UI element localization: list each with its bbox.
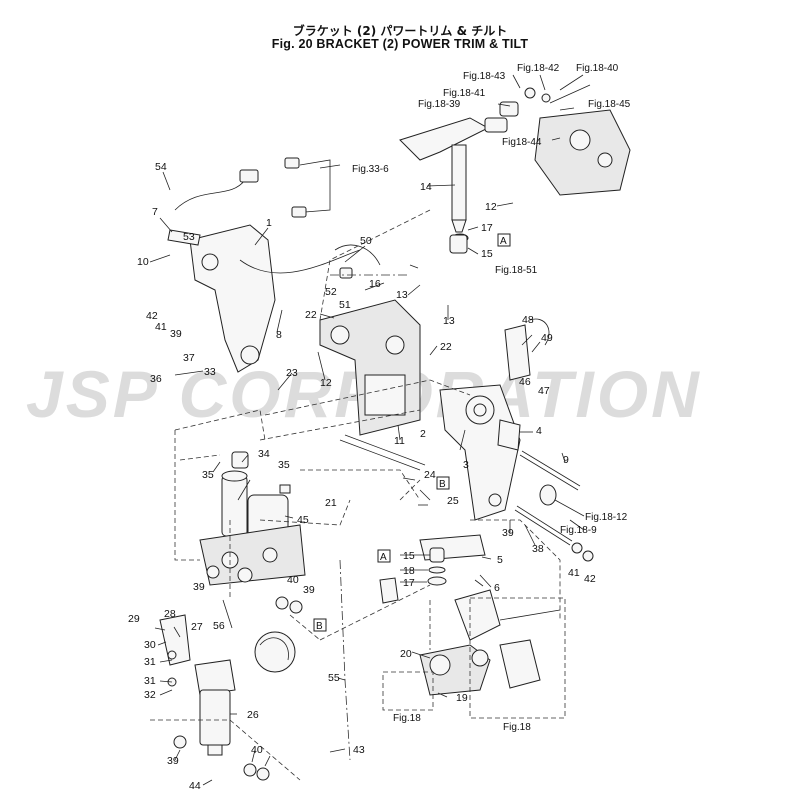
callout-16: 16 (369, 278, 381, 290)
callout-36: 36 (150, 373, 162, 385)
callout-25: 25 (447, 495, 459, 507)
diagram-title-japanese: ブラケット (2) パワートリム & チルト (292, 24, 508, 38)
callout-30: 30 (144, 639, 156, 651)
ref-fig18-left: Fig.18 (393, 713, 421, 724)
ref-fig33-6: Fig.33-6 (352, 164, 389, 175)
callout-39-bottom: 39 (167, 755, 179, 767)
callout-18: 18 (403, 565, 415, 577)
callout-31-bottom: 31 (144, 675, 156, 687)
callout-8: 8 (276, 329, 282, 341)
callout-39-trim: 39 (193, 581, 205, 593)
ref-fig18-9: Fig.18-9 (560, 525, 597, 536)
callout-33: 33 (204, 366, 216, 378)
callout-41-left: 41 (155, 321, 167, 333)
callout-40-trim: 40 (287, 574, 299, 586)
part-callouts: 1 2 3 4 5 6 7 8 9 10 11 12 12 13 13 14 1… (128, 161, 596, 792)
callout-12-mid: 12 (320, 377, 332, 389)
diagram-title-english: Fig. 20 BRACKET (2) POWER TRIM & TILT (271, 37, 529, 51)
callout-15-top: 15 (481, 248, 493, 260)
marker-a-bottom: A (380, 552, 387, 563)
callout-21: 21 (325, 497, 337, 509)
callout-44: 44 (189, 780, 201, 792)
callout-39-right: 39 (502, 527, 514, 539)
ref-fig18-51: Fig.18-51 (495, 265, 538, 276)
callout-39-upper: 39 (170, 328, 182, 340)
callout-31-top: 31 (144, 656, 156, 668)
markers: A A B B (313, 233, 511, 632)
callout-4: 4 (536, 425, 542, 437)
drawing-artwork (149, 74, 631, 786)
callout-6: 6 (494, 582, 500, 594)
ref-fig18-42: Fig.18-42 (517, 63, 560, 74)
ref-fig18-12: Fig.18-12 (585, 512, 628, 523)
callout-48: 48 (522, 314, 534, 326)
callout-23: 23 (286, 367, 298, 379)
callout-1: 1 (266, 217, 272, 229)
callout-32: 32 (144, 689, 156, 701)
marker-a-top: A (500, 236, 507, 247)
callout-41-right: 41 (568, 567, 580, 579)
callout-2: 2 (420, 428, 426, 440)
callout-55: 55 (328, 672, 340, 684)
callout-11: 11 (394, 435, 405, 447)
ref-fig18-41: Fig.18-41 (443, 88, 486, 99)
callout-34: 34 (258, 448, 270, 460)
callout-22-right: 22 (440, 341, 452, 353)
callout-49: 49 (541, 332, 553, 344)
callout-37: 37 (183, 352, 195, 364)
callout-24: 24 (424, 469, 436, 481)
marker-b-left: B (316, 621, 323, 632)
callout-5: 5 (497, 554, 503, 566)
callout-9: 9 (563, 454, 569, 466)
ref-fig18-39: Fig.18-39 (418, 99, 461, 110)
figure-references: Fig.18-43 Fig.18-42 Fig.18-40 Fig.18-41 … (352, 63, 631, 733)
callout-35-right: 35 (278, 459, 290, 471)
callout-26: 26 (247, 709, 259, 721)
ref-fig18-right: Fig.18 (503, 722, 531, 733)
callout-13-left: 13 (396, 289, 408, 301)
callout-7: 7 (152, 206, 158, 218)
callout-19: 19 (456, 692, 468, 704)
callout-35-left: 35 (202, 469, 214, 481)
callout-38: 38 (532, 543, 544, 555)
callout-28: 28 (164, 608, 176, 620)
callout-39-trim-right: 39 (303, 584, 315, 596)
callout-56: 56 (213, 620, 225, 632)
ref-fig18-43: Fig.18-43 (463, 71, 506, 82)
callout-42-left: 42 (146, 310, 158, 322)
callout-51: 51 (339, 299, 351, 311)
callout-29: 29 (128, 613, 140, 625)
callout-43: 43 (353, 744, 365, 756)
ref-fig18-44: Fig18-44 (502, 137, 542, 148)
callout-10: 10 (137, 256, 149, 268)
callout-47: 47 (538, 385, 550, 397)
marker-b-right: B (439, 479, 446, 490)
callout-42-right: 42 (584, 573, 596, 585)
callout-45: 45 (297, 514, 309, 526)
callout-54: 54 (155, 161, 167, 173)
callout-22-left: 22 (305, 309, 317, 321)
callout-3: 3 (463, 459, 469, 471)
callout-46: 46 (519, 376, 531, 388)
callout-12-top: 12 (485, 201, 497, 213)
callout-17-bottom: 17 (403, 577, 415, 589)
callout-27: 27 (191, 621, 203, 633)
callout-17-top: 17 (481, 222, 493, 234)
callout-50: 50 (360, 235, 372, 247)
callout-15-bottom: 15 (403, 550, 415, 562)
callout-14: 14 (420, 181, 432, 193)
callout-53: 53 (183, 231, 195, 243)
callout-52: 52 (325, 286, 337, 298)
ref-fig18-40: Fig.18-40 (576, 63, 619, 74)
callout-40-bottom: 40 (251, 744, 263, 756)
ref-fig18-45: Fig.18-45 (588, 99, 631, 110)
callout-20: 20 (400, 648, 412, 660)
callout-13-right: 13 (443, 315, 455, 327)
